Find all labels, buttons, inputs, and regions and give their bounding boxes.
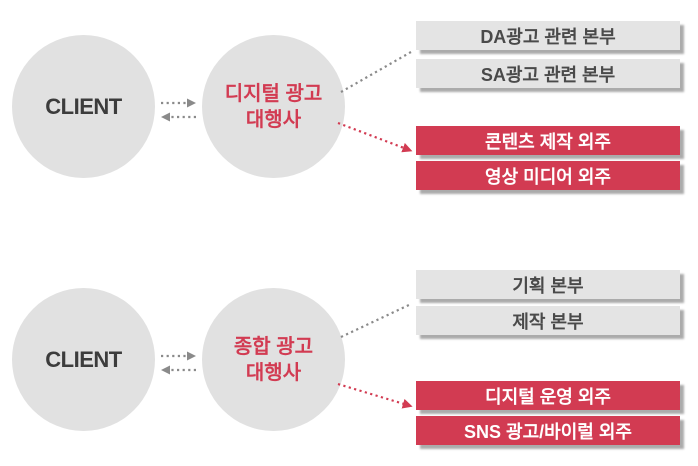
- general-agency-circle: 종합 광고 대행사: [202, 288, 345, 431]
- agency-label-line1: 종합 광고: [233, 335, 314, 358]
- department-box: DA광고 관련 본부: [416, 21, 680, 50]
- department-box: SA광고 관련 본부: [416, 59, 680, 88]
- client-label: CLIENT: [45, 346, 122, 372]
- outsourcing-box: SNS 광고/바이럴 외주: [416, 416, 680, 445]
- agency-label-line2: 대행사: [245, 361, 302, 384]
- department-connector-line: [340, 51, 412, 93]
- department-box: 제작 본부: [416, 306, 680, 335]
- outsourcing-connector-arrow: [337, 121, 413, 153]
- outsourcing-box: 영상 미디어 외주: [416, 161, 680, 190]
- client-circle-bottom: CLIENT: [12, 288, 155, 431]
- client-circle-top: CLIENT: [12, 35, 155, 178]
- agency-label-line2: 대행사: [245, 108, 302, 131]
- outsourcing-connector-arrow: [337, 382, 413, 409]
- client-label: CLIENT: [45, 93, 122, 119]
- outsourcing-box: 콘텐츠 제작 외주: [416, 126, 680, 155]
- department-box: 기획 본부: [416, 270, 680, 299]
- outsourcing-box: 디지털 운영 외주: [416, 381, 680, 410]
- digital-agency-circle: 디지털 광고 대행사: [202, 35, 345, 178]
- department-connector-line: [340, 303, 412, 338]
- agency-label-line1: 디지털 광고: [224, 82, 323, 105]
